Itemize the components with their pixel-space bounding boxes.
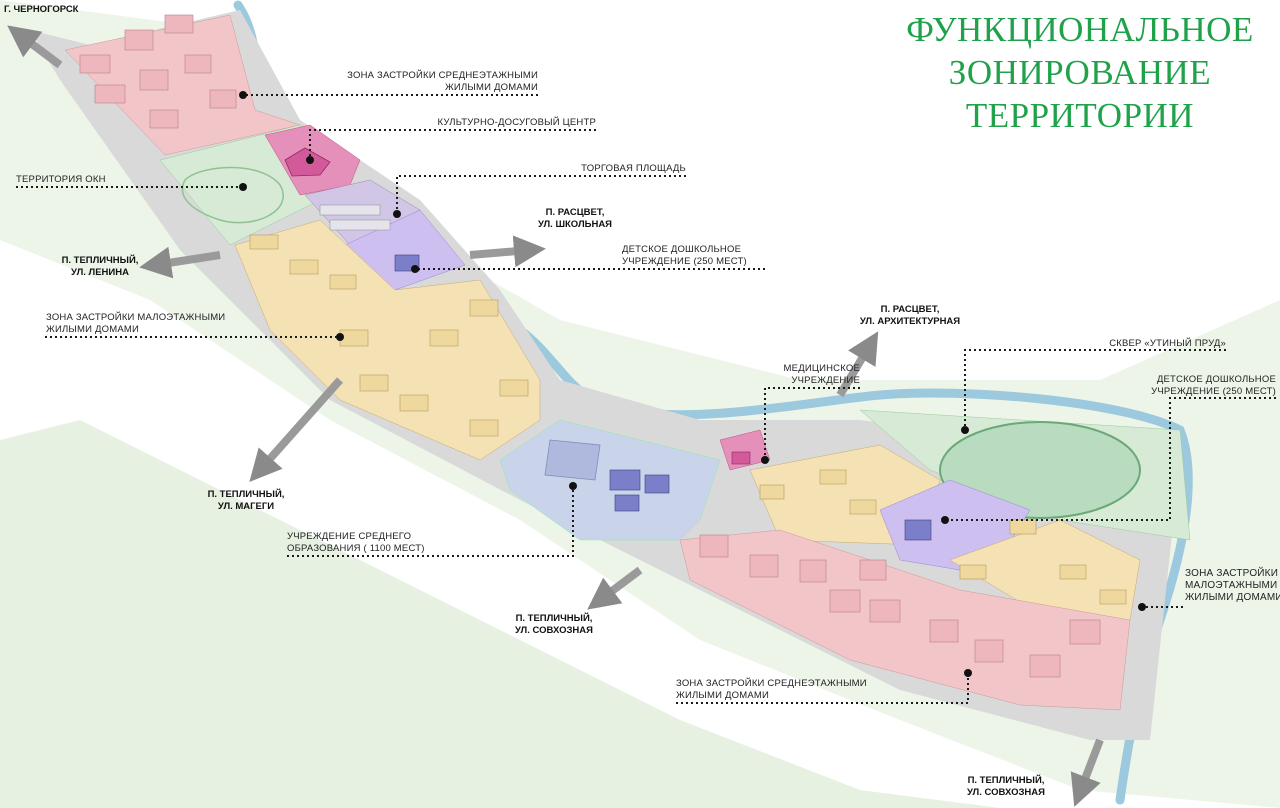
arrow-teplichny-sovkhoz (587, 566, 643, 610)
label-lowrise-west: Зона застройки малоэтажными жилыми домам… (46, 312, 226, 335)
label-midrise-south: Зона застройки среднеэтажными жилыми дом… (676, 678, 867, 701)
label-lowrise-east: Зона застройки малоэтажными жилыми домам… (1185, 568, 1280, 603)
medical-building (731, 451, 751, 465)
direction-teplichny-magei: П. ТЕПЛИЧНЫЙ, УЛ. МАГЕГИ (207, 489, 285, 512)
okn-track (181, 166, 284, 224)
direction-teplichny-lenina: П. ТЕПЛИЧНЫЙ, УЛ. ЛЕНИНА (61, 255, 139, 278)
label-medical: Медицинское учреждение (783, 363, 860, 386)
title-line-1: ФУНКЦИОНАЛЬНОЕ (906, 10, 1254, 49)
zone-midrise-north (64, 14, 301, 156)
direction-rassvet-school: П. РАСЦВЕТ, УЛ. ШКОЛЬНАЯ (537, 207, 613, 230)
arrow-rassvet-arch (836, 331, 879, 398)
direction-chernogorsk: Г. ЧЕРНОГОРСК (4, 4, 79, 15)
trade-stalls (319, 204, 391, 231)
label-kindergarten-1: Детское дошкольное учреждение (250 мест) (622, 244, 747, 267)
title-line-2: ЗОНИРОВАНИЕ (948, 53, 1212, 92)
duck-pond (939, 421, 1141, 519)
leader-lines (16, 94, 1276, 704)
school-stadium (544, 439, 601, 481)
map-title: ФУНКЦИОНАЛЬНОЕ ЗОНИРОВАНИЕ ТЕРРИТОРИИ (880, 8, 1280, 137)
buildings-lowrise (249, 234, 1127, 605)
green-strip-south (0, 420, 1000, 808)
arrow-teplichny-sovkhoz-se (1070, 738, 1104, 807)
label-school: Учреждение среднего образования ( 1100 м… (287, 531, 425, 554)
label-midrise-north: Зона застройки среднеэтажными жилыми дом… (347, 70, 538, 93)
arrow-rassvet-school (469, 235, 546, 268)
direction-rassvet-arch: П. РАСЦВЕТ, УЛ. АРХИТЕКТУРНАЯ (859, 304, 961, 327)
arrow-chernogorsk (7, 25, 63, 69)
label-park: Сквер «Утиный пруд» (1109, 338, 1226, 349)
zone-midrise-south (679, 529, 1131, 711)
leader-dots (239, 91, 1146, 677)
direction-arrows (7, 25, 1104, 807)
buildings-midrise (79, 14, 1101, 678)
arrow-teplichny-lenina (139, 246, 221, 279)
arrow-teplichny-magei (249, 377, 343, 482)
label-trade-square: Торговая площадь (581, 163, 686, 174)
label-culture-center: Культурно-досуговый центр (437, 117, 596, 128)
zone-lowrise-west (234, 219, 541, 461)
direction-teplichny-sovkhoz: П. ТЕПЛИЧНЫЙ, УЛ. СОВХОЗНАЯ (515, 613, 593, 636)
label-kindergarten-2: Детское дошкольное учреждение (250 мест) (1151, 374, 1276, 397)
direction-teplichny-sovkhoz-se: П. ТЕПЛИЧНЫЙ, УЛ. СОВХОЗНАЯ (967, 775, 1045, 798)
label-okn: Территория ОКН (16, 174, 106, 185)
buildings-public (394, 254, 932, 541)
title-line-3: ТЕРРИТОРИИ (965, 96, 1195, 135)
